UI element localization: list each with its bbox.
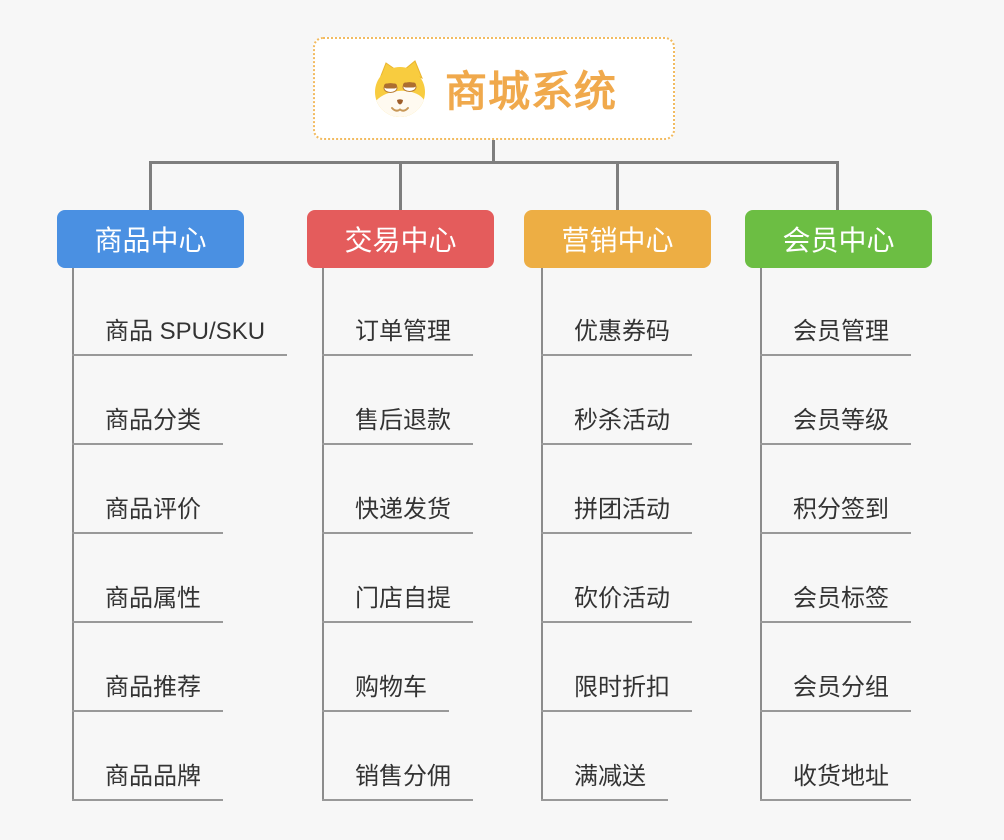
- leaf-node[interactable]: 优惠券码: [541, 318, 692, 356]
- leaf-node[interactable]: 商品推荐: [72, 674, 223, 712]
- leaf-node[interactable]: 积分签到: [760, 496, 911, 534]
- leaf-node[interactable]: 砍价活动: [541, 585, 692, 623]
- connector-root-drop: [492, 140, 495, 163]
- leaf-node[interactable]: 商品属性: [72, 585, 223, 623]
- connector-branch-drop: [616, 161, 619, 210]
- leaf-node[interactable]: 商品分类: [72, 407, 223, 445]
- leaf-node[interactable]: 会员分组: [760, 674, 911, 712]
- branch-header-marketing-center[interactable]: 营销中心: [524, 210, 711, 268]
- leaf-node[interactable]: 订单管理: [322, 318, 473, 356]
- branch-spine: [322, 268, 324, 801]
- leaf-node[interactable]: 商品品牌: [72, 763, 223, 801]
- branch-header-product-center[interactable]: 商品中心: [57, 210, 244, 268]
- leaf-node[interactable]: 门店自提: [322, 585, 473, 623]
- leaf-node[interactable]: 商品 SPU/SKU: [72, 318, 288, 356]
- leaf-node[interactable]: 满减送: [541, 763, 668, 801]
- connector-horizontal: [149, 161, 839, 164]
- branch-header-member-center[interactable]: 会员中心: [745, 210, 932, 268]
- leaf-node[interactable]: 会员管理: [760, 318, 911, 356]
- doge-icon: [374, 59, 425, 117]
- branch-spine: [72, 268, 74, 801]
- connector-branch-drop: [149, 161, 152, 210]
- root-title: 商城系统: [444, 68, 617, 115]
- leaf-node[interactable]: 秒杀活动: [541, 407, 692, 445]
- leaf-node[interactable]: 销售分佣: [322, 763, 473, 801]
- root-node[interactable]: 商城系统: [313, 37, 675, 140]
- branch-header-trade-center[interactable]: 交易中心: [307, 210, 494, 268]
- connector-branch-drop: [399, 161, 402, 210]
- leaf-node[interactable]: 售后退款: [322, 407, 473, 445]
- leaf-node[interactable]: 限时折扣: [541, 674, 692, 712]
- leaf-node[interactable]: 收货地址: [760, 763, 911, 801]
- leaf-node[interactable]: 拼团活动: [541, 496, 692, 534]
- connector-branch-drop: [836, 161, 839, 210]
- leaf-node[interactable]: 商品评价: [72, 496, 223, 534]
- leaf-node[interactable]: 会员等级: [760, 407, 911, 445]
- branch-spine: [760, 268, 762, 801]
- leaf-node[interactable]: 会员标签: [760, 585, 911, 623]
- leaf-node[interactable]: 购物车: [322, 674, 449, 712]
- leaf-node[interactable]: 快递发货: [322, 496, 473, 534]
- branch-spine: [541, 268, 543, 801]
